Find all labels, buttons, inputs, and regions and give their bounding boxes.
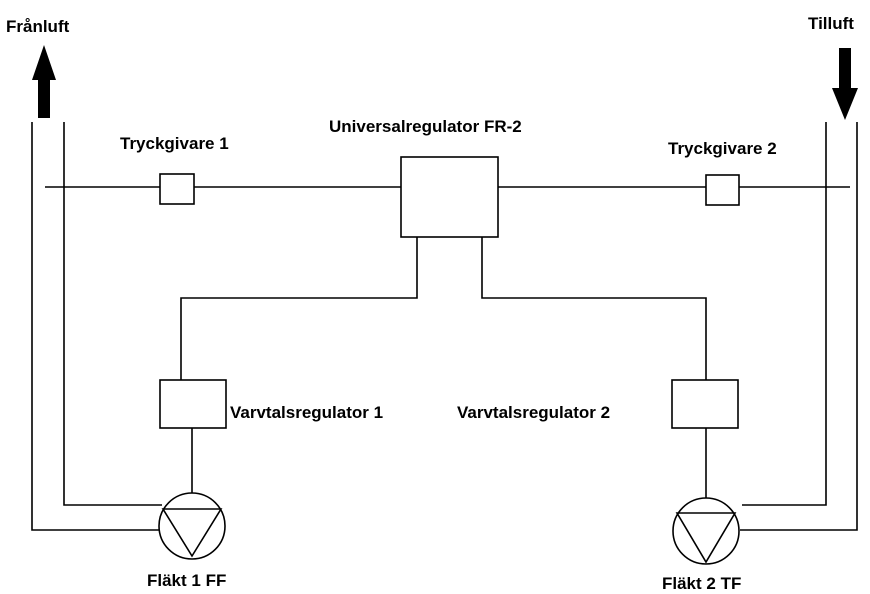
fan-1-icon [158, 492, 226, 560]
label-speed-regulator-1: Varvtalsregulator 1 [230, 403, 383, 422]
speed-regulator-1-box [159, 379, 227, 429]
universal-regulator-box [400, 156, 499, 238]
label-fan-1: Fläkt 1 FF [147, 571, 226, 590]
label-universal-regulator: Universalregulator FR-2 [329, 117, 522, 136]
label-supply-air: Tilluft [808, 14, 854, 33]
speed-regulator-2-box [671, 379, 739, 429]
supply-duct-outer-wall [740, 122, 858, 531]
pressure-sensor-1-box [159, 173, 195, 205]
connection-to-speed-regulator-2 [481, 237, 707, 380]
label-fan-2: Fläkt 2 TF [662, 574, 741, 593]
label-exhaust-air: Frånluft [6, 17, 70, 36]
pressure-sensor-2-box [705, 174, 740, 206]
exhaust-air-up-arrow-icon [32, 45, 56, 118]
supply-air-down-arrow-icon [832, 48, 858, 120]
label-pressure-sensor-2: Tryckgivare 2 [668, 139, 777, 158]
fan-2-icon [672, 497, 740, 565]
exhaust-duct-inner-wall [63, 122, 162, 506]
label-pressure-sensor-1: Tryckgivare 1 [120, 134, 229, 153]
connection-to-speed-regulator-1 [180, 237, 418, 380]
supply-duct-inner-wall [742, 122, 827, 506]
label-speed-regulator-2: Varvtalsregulator 2 [457, 403, 610, 422]
exhaust-duct-outer-wall [31, 122, 160, 531]
